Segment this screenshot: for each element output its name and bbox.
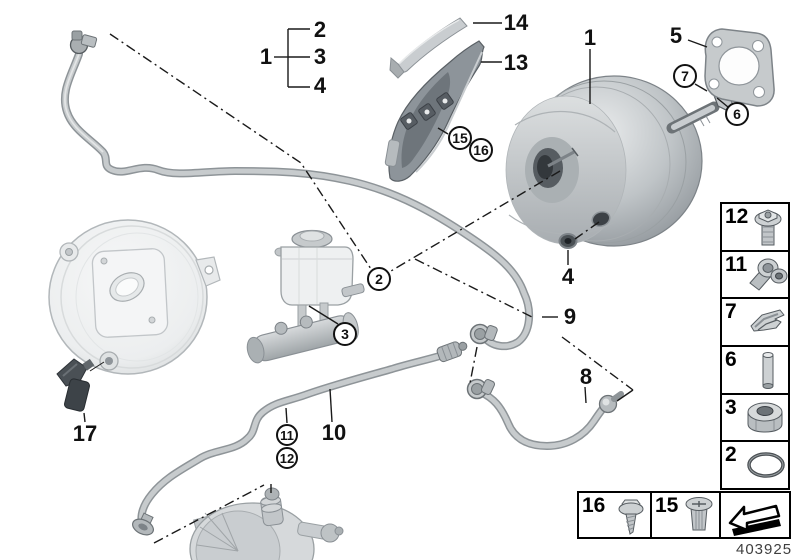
pipe-8-illustration bbox=[476, 388, 624, 451]
part-label-13[interactable]: 13 bbox=[503, 50, 529, 75]
pipe-clamp-nut-icon bbox=[749, 258, 788, 291]
self-tapping-screw-icon bbox=[618, 499, 644, 535]
circled-label-3[interactable]: 3 bbox=[333, 322, 357, 346]
legend-number: 11 bbox=[725, 252, 748, 276]
legend-number: 7 bbox=[725, 300, 737, 324]
legend-item-15[interactable]: 15 bbox=[650, 493, 719, 537]
gasket-illustration bbox=[704, 28, 775, 107]
legend-item-11[interactable]: 11 bbox=[722, 249, 788, 298]
rear-booster-illustration bbox=[48, 219, 221, 375]
callout-child-label-2[interactable]: 2 bbox=[313, 17, 327, 42]
callout-parent-label[interactable]: 1 bbox=[259, 44, 273, 69]
legend-number: 12 bbox=[725, 205, 749, 228]
legend-item-3[interactable]: 3 bbox=[722, 392, 788, 441]
callout-child-label-4[interactable]: 4 bbox=[313, 73, 327, 98]
o-ring-icon bbox=[747, 452, 785, 479]
direction-arrow-icon bbox=[728, 504, 781, 536]
circled-label-2[interactable]: 2 bbox=[367, 267, 391, 291]
circled-label-7[interactable]: 7 bbox=[673, 64, 697, 88]
expansion-rivet-icon bbox=[685, 497, 713, 531]
spring-clip-icon bbox=[750, 309, 785, 332]
legend-bottom-row: 16 15 bbox=[577, 491, 791, 539]
document-number: 403925 bbox=[736, 541, 793, 558]
legend-number: 16 bbox=[582, 494, 606, 517]
legend-number: 15 bbox=[655, 494, 679, 517]
dash-dot-leader-lines bbox=[109, 33, 634, 544]
circled-label-15[interactable]: 15 bbox=[448, 126, 472, 150]
part-label-14[interactable]: 14 bbox=[503, 10, 529, 35]
pump-valve bbox=[260, 495, 284, 527]
part-label-17[interactable]: 17 bbox=[72, 421, 98, 446]
legend-item-2[interactable]: 2 bbox=[722, 440, 788, 488]
legend-item-7[interactable]: 7 bbox=[722, 297, 788, 345]
part-label-8[interactable]: 8 bbox=[579, 364, 593, 389]
legend-number: 3 bbox=[725, 395, 737, 419]
legend-item-16[interactable]: 16 bbox=[579, 493, 650, 537]
vacuum-pump-illustration bbox=[189, 487, 344, 560]
hex-nut-icon bbox=[747, 402, 783, 433]
callout-child-label-3[interactable]: 3 bbox=[313, 44, 327, 69]
legend-item-12[interactable]: 12 bbox=[722, 204, 788, 250]
part-label-4[interactable]: 4 bbox=[561, 264, 575, 289]
flange-screw-icon bbox=[754, 209, 782, 246]
circled-label-6[interactable]: 6 bbox=[725, 102, 749, 126]
sensor-illustration bbox=[56, 358, 95, 412]
pipe-connector-fittings bbox=[466, 323, 498, 400]
legend-right-column: 12 11 7 6 bbox=[720, 202, 790, 490]
circled-label-12[interactable]: 12 bbox=[276, 447, 298, 469]
pipe-end-flange bbox=[132, 512, 154, 536]
legend-item-6[interactable]: 6 bbox=[722, 345, 788, 393]
pin-icon bbox=[762, 352, 774, 390]
legend-number: 2 bbox=[725, 443, 737, 467]
pipe-elbow-fitting bbox=[69, 30, 98, 55]
master-cylinder-illustration bbox=[246, 229, 365, 364]
part-label-5[interactable]: 5 bbox=[669, 23, 683, 48]
vacuum-pipe-illustration bbox=[60, 30, 534, 351]
pipe-barb-fitting bbox=[436, 341, 468, 363]
pipe-shield-illustration bbox=[384, 40, 485, 182]
part-label-1[interactable]: 1 bbox=[583, 25, 597, 50]
leader-lines bbox=[83, 22, 729, 493]
pipe-10-illustration bbox=[132, 341, 468, 536]
part-label-10[interactable]: 10 bbox=[321, 420, 347, 445]
legend-arrow-box[interactable] bbox=[719, 493, 789, 537]
grommet-illustration bbox=[558, 233, 578, 249]
legend-number: 6 bbox=[725, 348, 737, 372]
part-label-9[interactable]: 9 bbox=[563, 304, 577, 329]
circled-label-16[interactable]: 16 bbox=[469, 138, 493, 162]
circled-label-11[interactable]: 11 bbox=[276, 424, 298, 446]
shield-strip-illustration bbox=[389, 17, 468, 79]
